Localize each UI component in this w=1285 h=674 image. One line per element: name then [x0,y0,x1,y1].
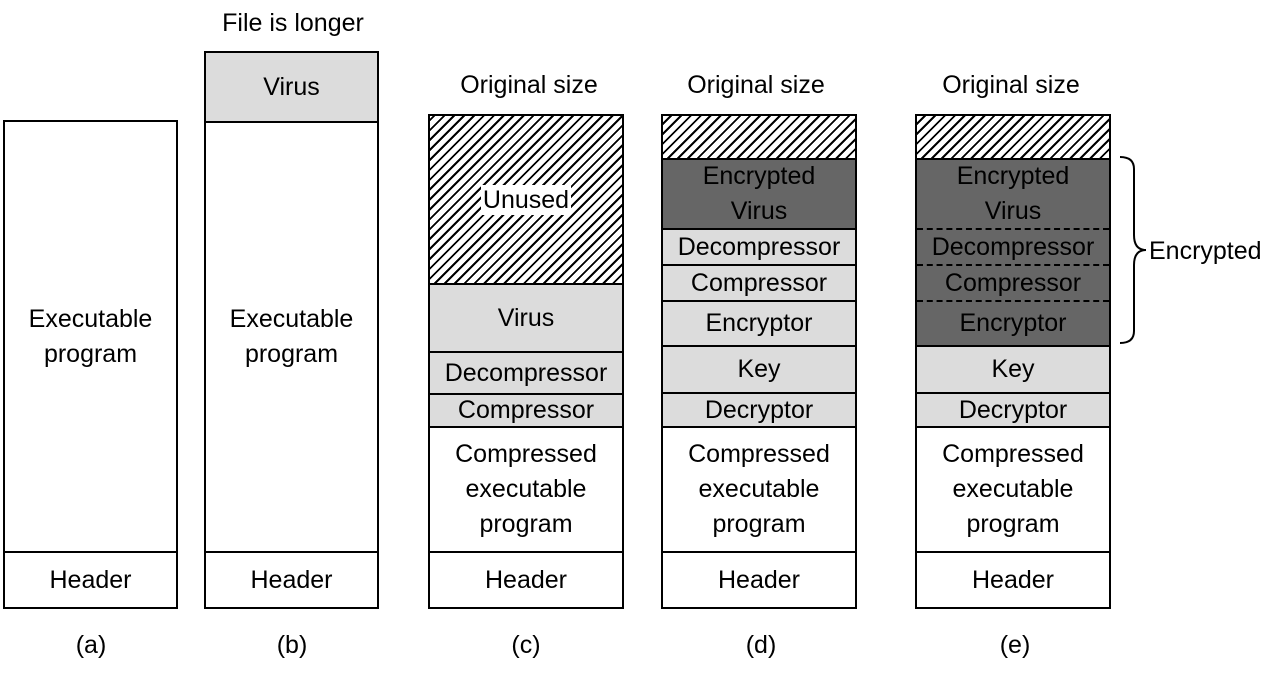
compressor-d: Compressor [663,264,855,300]
unused-c-label: Unused [480,184,572,215]
encryptor-e: Encryptor [917,300,1109,345]
decryptor-d: Decryptor [663,392,855,426]
header-a-label: Header [49,565,132,594]
decompressor-c-label: Decompressor [444,358,608,387]
decryptor-d-label: Decryptor [704,395,814,424]
compressed-executable-d: Compressed executable program [663,426,855,551]
caption-d: (d) [745,631,777,659]
virus-b: Virus [206,53,377,121]
file-b: Virus Executable program Header [204,51,379,609]
decompressor-d: Decompressor [663,228,855,264]
caption-a: (a) [75,631,107,659]
encryptor-d-label: Encryptor [705,309,813,337]
executable-program-a: Executable program [5,122,176,551]
header-b-label: Header [250,565,333,594]
file-d: Encrypted Virus Decompressor Compressor … [661,114,857,609]
compressed-executable-c-label: Compressed executable program [455,440,597,538]
encryptor-e-label: Encryptor [959,309,1067,337]
decompressor-e: Decompressor [917,228,1109,264]
virus-c-label: Virus [497,303,555,332]
caption-c: (c) [511,631,541,659]
header-c-label: Header [485,565,567,594]
label-file-is-longer: File is longer [222,9,364,37]
encrypted-virus-d: Encrypted Virus [663,158,855,228]
compressor-c: Compressor [430,393,622,426]
compressor-e: Compressor [917,264,1109,300]
key-d: Key [663,345,855,392]
compressed-executable-d-label: Compressed executable program [688,440,830,538]
executable-program-b: Executable program [206,121,377,551]
header-b: Header [206,551,377,607]
decompressor-c: Decompressor [430,351,622,393]
header-c: Header [430,551,622,607]
header-e: Header [917,551,1109,607]
unused-space-c: Unused [430,116,622,283]
key-e-label: Key [991,355,1035,383]
compressed-executable-c: Compressed executable program [430,426,622,551]
label-original-size-e: Original size [942,71,1080,99]
file-a: Executable program Header [3,120,178,609]
header-d-label: Header [718,565,800,594]
unused-space-e [917,116,1109,158]
header-a: Header [5,551,176,607]
header-e-label: Header [972,565,1054,594]
decompressor-e-label: Decompressor [931,232,1095,261]
compressed-executable-e: Compressed executable program [917,426,1109,551]
decompressor-d-label: Decompressor [677,232,841,261]
encryptor-d: Encryptor [663,300,855,345]
encrypted-region-brace [1119,156,1147,344]
label-original-size-c: Original size [460,71,598,99]
executable-program-a-label: Executable program [28,304,153,368]
encrypted-virus-e: Encrypted Virus [917,158,1109,228]
label-original-size-d: Original size [687,71,825,99]
virus-c: Virus [430,283,622,351]
caption-e: (e) [999,631,1031,659]
compressor-c-label: Compressor [457,396,595,424]
encrypted-virus-d-label: Encrypted Virus [702,162,816,225]
unused-space-d [663,116,855,158]
file-e: Encrypted Virus Decompressor Compressor … [915,114,1111,609]
encrypted-brace-label: Encrypted [1149,237,1262,265]
compressed-executable-e-label: Compressed executable program [942,440,1084,538]
compressor-e-label: Compressor [944,268,1082,297]
compressor-d-label: Compressor [690,268,828,297]
key-e: Key [917,345,1109,392]
decryptor-e: Decryptor [917,392,1109,426]
decryptor-e-label: Decryptor [958,395,1068,424]
executable-program-b-label: Executable program [229,305,354,368]
header-d: Header [663,551,855,607]
encrypted-virus-e-label: Encrypted Virus [956,162,1070,225]
virus-b-label: Virus [263,72,320,101]
key-d-label: Key [737,355,781,383]
caption-b: (b) [276,631,308,659]
file-c: Unused Virus Decompressor Compressor Com… [428,114,624,609]
